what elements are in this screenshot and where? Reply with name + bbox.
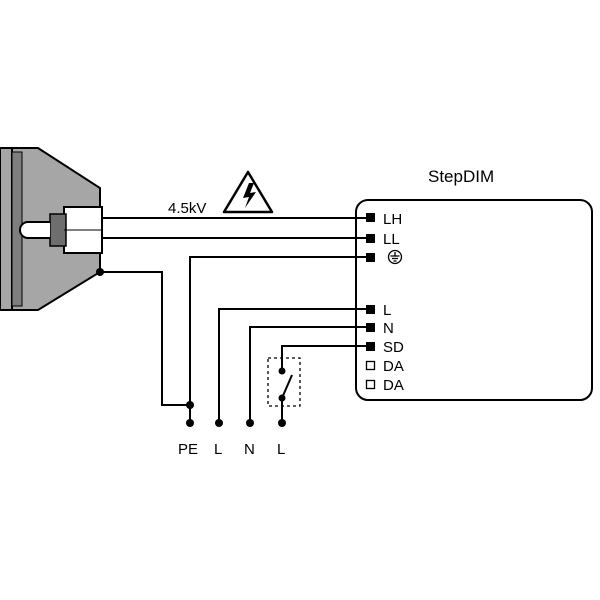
terminal-label-da-1: DA — [383, 358, 404, 375]
wire-n — [249, 326, 366, 423]
ballast-box — [355, 199, 593, 401]
terminal-label-n: N — [383, 320, 394, 337]
terminal-label-lh: LH — [383, 211, 402, 228]
junction-dots — [96, 268, 286, 427]
terminal-label-ll: LL — [383, 231, 400, 248]
supply-label-l-switched: L — [277, 441, 285, 458]
wire-pe-lamp — [100, 271, 190, 406]
terminal-n — [366, 323, 375, 332]
terminal-ll — [366, 234, 375, 243]
lamp-reflector-icon — [0, 147, 103, 311]
terminal-da-2 — [365, 379, 376, 390]
supply-label-n: N — [244, 441, 255, 458]
terminal-da-1 — [365, 360, 376, 371]
terminal-label-da-2: DA — [383, 377, 404, 394]
supply-label-pe: PE — [178, 441, 198, 458]
high-voltage-warning-icon — [222, 170, 274, 214]
wires — [100, 217, 366, 423]
switch-icon — [267, 357, 301, 407]
wire-sd — [281, 345, 366, 371]
wire-l — [218, 308, 366, 423]
terminal-earth — [366, 253, 375, 262]
wire-pe-ballast — [189, 256, 366, 423]
terminal-lh — [366, 213, 375, 222]
terminal-label-sd: SD — [383, 339, 404, 356]
terminal-label-l: L — [383, 302, 391, 319]
terminal-sd — [366, 342, 375, 351]
ballast-name: StepDIM — [428, 167, 494, 186]
terminal-blocks — [365, 213, 376, 390]
terminal-l — [366, 305, 375, 314]
ground-icon — [387, 249, 403, 265]
voltage-label: 4.5kV — [168, 200, 206, 217]
supply-label-l: L — [214, 441, 222, 458]
